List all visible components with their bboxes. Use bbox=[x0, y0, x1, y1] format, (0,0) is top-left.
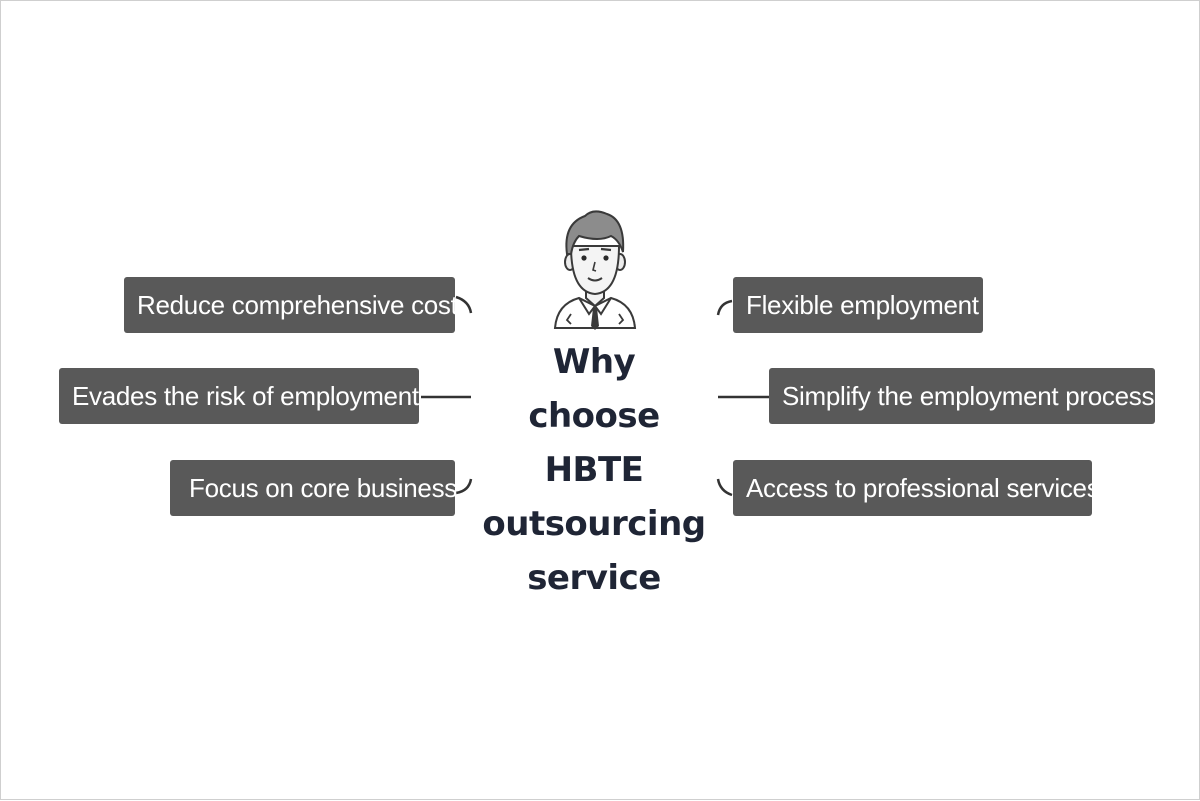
title-line: HBTE bbox=[544, 450, 644, 490]
title-line: choose bbox=[528, 396, 660, 436]
left-item-reduce-cost: Reduce comprehensive cost bbox=[124, 277, 458, 333]
title-line: service bbox=[527, 558, 661, 598]
businessman-icon bbox=[553, 210, 637, 330]
right-item-professional-services: Access to professional services bbox=[733, 460, 1100, 516]
connector-left-3 bbox=[455, 478, 473, 495]
left-item-evade-risk: Evades the risk of employment bbox=[59, 368, 419, 424]
connector-right-3 bbox=[716, 478, 733, 497]
connector-left-1 bbox=[455, 295, 473, 314]
title-line: Why bbox=[552, 342, 636, 382]
title-line: outsourcing bbox=[482, 504, 706, 544]
left-item-core-business: Focus on core business bbox=[170, 460, 457, 516]
right-item-simplify-process: Simplify the employment process bbox=[769, 368, 1155, 424]
center-title: Why choose HBTE outsourcing service bbox=[469, 335, 719, 605]
connector-right-1 bbox=[716, 299, 733, 316]
right-item-flexible-employment: Flexible employment bbox=[733, 277, 983, 333]
